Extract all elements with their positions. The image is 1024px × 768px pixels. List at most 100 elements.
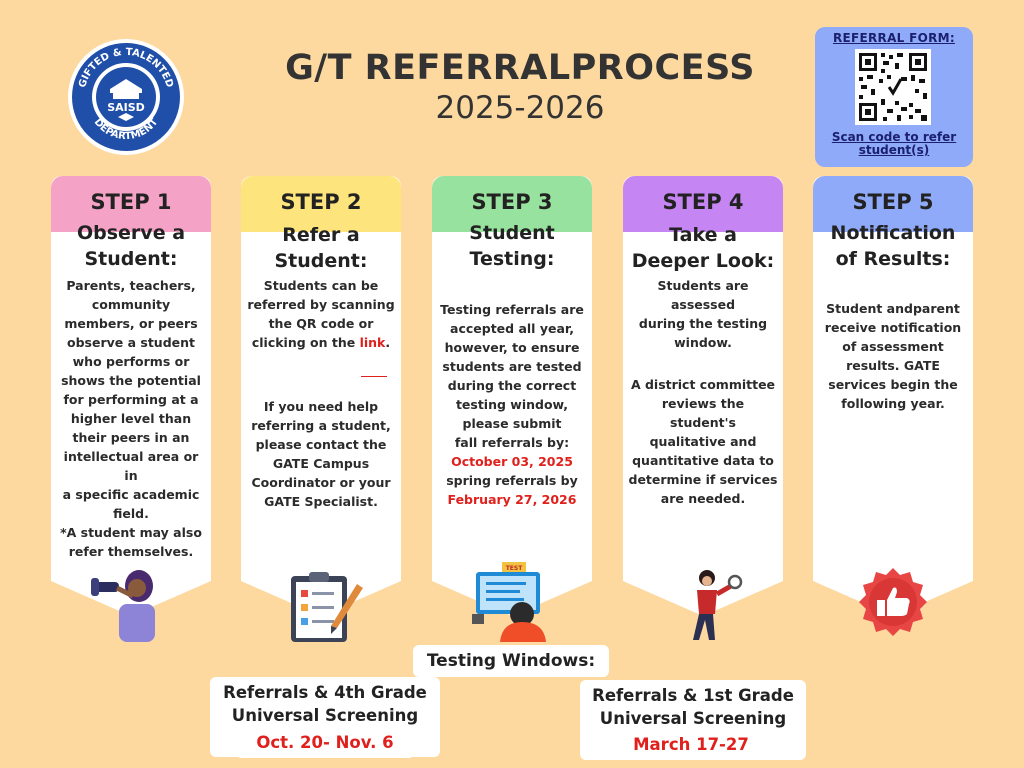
seal-center-text: SAISD — [107, 101, 145, 114]
step-2-body-line: the QR code or — [268, 316, 374, 331]
step-1-body: Parents, teachers, community members, or… — [55, 276, 207, 561]
step-2-body-line: Coordinator or your — [251, 475, 391, 490]
step-4-body-committee: A district committee reviews the student… — [627, 375, 779, 508]
spring-screening-dates: March 17-27 — [622, 730, 760, 760]
step-4-body-line: qualitative and — [649, 434, 757, 449]
step-5-title-line: Notification — [830, 222, 956, 244]
step-2-body-line: If you need help — [263, 399, 379, 414]
step-3-body-line: during the correct — [447, 378, 577, 393]
page-title: G/T REFERRALPROCESS — [285, 48, 755, 88]
step-2-title-line: Student: — [274, 250, 368, 272]
step-3-body-line: however, to ensure — [444, 340, 580, 355]
detective-magnifier-icon — [693, 570, 743, 640]
step-2-header — [241, 176, 401, 232]
step-5-title-line: of Results: — [835, 248, 951, 270]
gifted-talented-seal: GIFTED & TALENTED DEPARTMENT SAISD — [66, 37, 186, 157]
referral-link[interactable]: link — [359, 335, 386, 350]
step-5-header — [813, 176, 973, 232]
step-4-body-line: reviews the student's — [661, 396, 745, 430]
step-2-body-line: GATE Specialist. — [264, 494, 378, 509]
step-2-link-suffix: . — [385, 335, 391, 350]
step-1-header — [51, 176, 211, 232]
step-2-link-line: clicking on the link. — [245, 333, 397, 352]
step-5-title: Notification of Results: — [813, 220, 973, 272]
step-4-body-line: during the testing — [638, 316, 768, 331]
step-3-body-line: accepted all year, — [450, 321, 574, 336]
step-1-body-line: a specific academic — [62, 487, 200, 502]
test-sign-text: TEST — [506, 565, 524, 572]
step-5-body-line: of assessment — [842, 339, 944, 354]
step-2-body-help: If you need help referring a student, pl… — [245, 397, 397, 511]
step-5-body-line: services begin the — [828, 377, 958, 392]
step-3-body-line: Testing referrals are — [440, 302, 584, 317]
step-1-body-line: for performing at a — [63, 392, 199, 407]
step-1-title: Observe a Student: — [51, 220, 211, 272]
step-3-card: STEP 3 Student Testing: Testing referral… — [432, 176, 592, 642]
step-4-label: STEP 4 — [662, 190, 744, 214]
step-4-title-line: Deeper Look: — [631, 250, 775, 272]
referral-form-title: REFERRAL FORM: — [832, 31, 955, 45]
step-3-body: Testing referrals are accepted all year,… — [436, 300, 588, 509]
spring-screening-line: Universal Screening — [599, 709, 787, 728]
step-1-body-line: higher level than — [70, 411, 192, 426]
fall-screening-line: Universal Screening — [231, 706, 419, 725]
step-5-body-line: results. GATE — [846, 358, 940, 373]
step-4-title-line: Take a — [669, 224, 737, 246]
step-3-label: STEP 3 — [471, 190, 553, 214]
step-2-body-line: Students can be — [263, 278, 379, 293]
referral-form-box[interactable]: REFERRAL FORM: Scan code to refer studen… — [815, 27, 973, 167]
step-1-title-line: Observe a — [76, 222, 186, 244]
step-4-card: STEP 4 Take a Deeper Look: Students are … — [623, 176, 783, 640]
page-year: 2025-2026 — [435, 90, 605, 126]
step-1-card: STEP 1 Observe a Student: Parents, teach… — [51, 176, 211, 642]
step-1-title-line: Student: — [84, 248, 178, 270]
spring-screening-box: Referrals & 1st Grade Universal Screenin… — [580, 680, 806, 760]
fall-referral-deadline: October 03, 2025 — [451, 454, 573, 469]
step-5-body-line: receive notification — [824, 320, 962, 335]
step-4-body-line: are needed. — [660, 491, 746, 506]
step-2-title-line: Refer a — [282, 224, 360, 246]
step-4-title: Take a Deeper Look: — [623, 222, 783, 274]
referral-form-caption[interactable]: Scan code to refer student(s) — [831, 130, 957, 157]
step-2-body-line: referred by scanning — [247, 297, 395, 312]
step-5-body-line: following year. — [841, 396, 945, 411]
step-5-card: STEP 5 Notification of Results: Student … — [813, 176, 973, 636]
step-1-body-line: intellectual area or in — [63, 449, 199, 483]
step-4-body-line: window. — [674, 335, 732, 350]
step-3-title-line: Student — [469, 222, 555, 244]
step-5-body: Student andparent receive notification o… — [817, 299, 969, 413]
step-1-body-line: members, or peers — [64, 316, 198, 331]
step-1-label: STEP 1 — [90, 190, 172, 214]
step-1-body-line: shows the potential — [61, 373, 201, 388]
step-2-label: STEP 2 — [280, 190, 362, 214]
step-4-header — [623, 176, 783, 232]
spring-referral-deadline: February 27, 2026 — [447, 492, 577, 507]
step-5-label: STEP 5 — [852, 190, 934, 214]
step-3-header — [432, 176, 592, 232]
step-2-link-prefix: clicking on the — [251, 335, 360, 350]
step-2-body-line: please contact the — [255, 437, 387, 452]
step-2-card: STEP 2 Refer a Student: Students can be … — [241, 176, 401, 642]
step-1-body-line: field. — [113, 506, 149, 521]
step-3-title-line: Testing: — [469, 248, 555, 270]
step-1-body-line: Parents, teachers, — [66, 278, 196, 293]
step-2-body-line: GATE Campus — [272, 456, 370, 471]
step-1-body-line: observe a student — [67, 335, 195, 350]
step-1-body-line: their peers in an — [72, 430, 190, 445]
step-2-title: Refer a Student: — [241, 222, 401, 274]
testing-windows-label: Testing Windows: — [413, 645, 609, 677]
step-1-body-line: community — [91, 297, 171, 312]
step-3-body-line: please submit — [462, 416, 562, 431]
clipboard-checklist-icon — [291, 572, 363, 642]
student-testing-computer-icon: TEST — [472, 562, 546, 642]
step-1-body-line: who performs or — [72, 354, 190, 369]
spring-screening-line: Referrals & 1st Grade — [592, 686, 794, 705]
step-4-body-line: quantitative data to — [632, 453, 774, 468]
thumbs-up-badge-icon — [859, 568, 927, 636]
step-5-body-line: Student andparent — [826, 301, 960, 316]
qr-code-icon[interactable] — [855, 49, 931, 125]
step-4-body-line: A district committee — [630, 377, 776, 392]
binoculars-girl-icon — [91, 570, 155, 642]
step-3-body-line: fall referrals by: — [454, 435, 570, 450]
fall-screening-dates: Oct. 20- Nov. 6 — [236, 728, 414, 758]
